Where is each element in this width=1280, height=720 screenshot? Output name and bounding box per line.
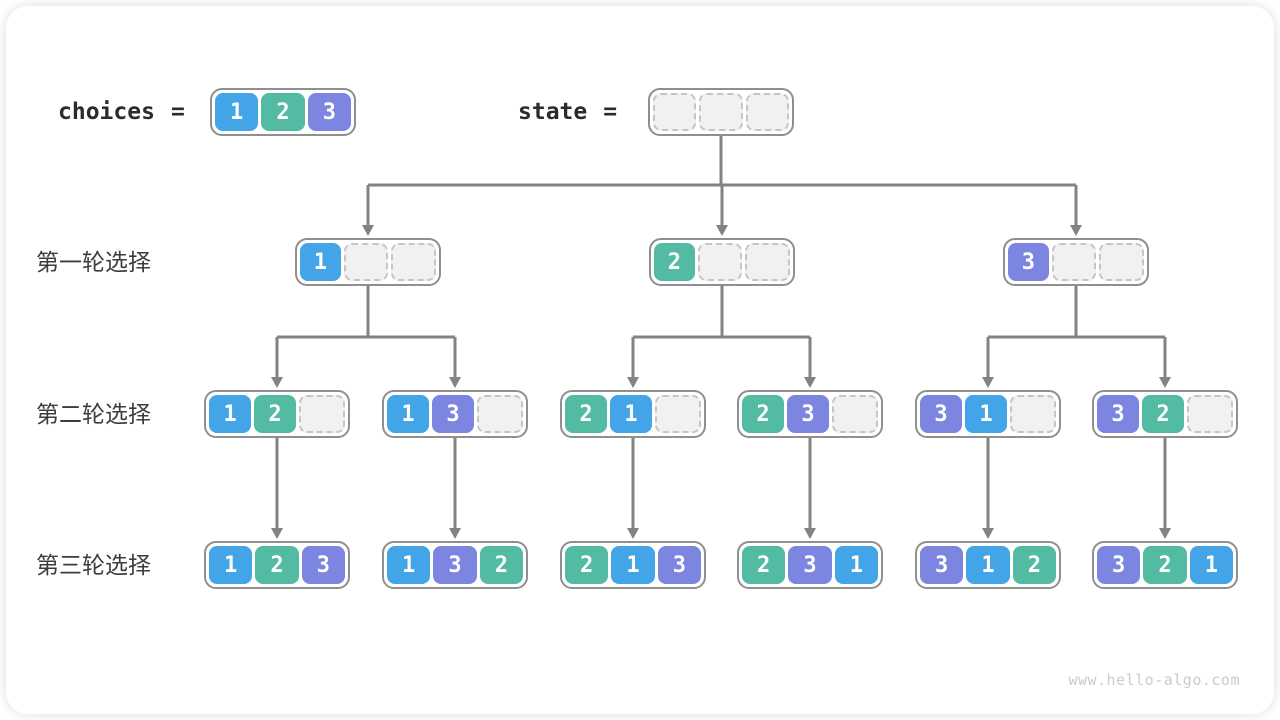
value-cell: 2 xyxy=(254,395,296,433)
value-cell: 1 xyxy=(1189,546,1233,584)
empty-slot-cell xyxy=(699,93,743,131)
value-cell: 2 xyxy=(261,93,305,131)
state-node: 3 xyxy=(1003,238,1149,286)
value-cell: 1 xyxy=(209,395,251,433)
value-cell: 1 xyxy=(387,546,431,584)
value-cell: 1 xyxy=(611,546,655,584)
value-cell: 3 xyxy=(1097,395,1139,433)
value-cell: 3 xyxy=(787,395,829,433)
value-cell: 2 xyxy=(1142,395,1184,433)
value-cell: 3 xyxy=(301,546,345,584)
empty-slot-cell xyxy=(745,243,791,281)
empty-slot-cell xyxy=(745,93,789,131)
empty-slot-cell xyxy=(653,93,697,131)
state-label: state xyxy=(518,99,588,125)
value-cell: 3 xyxy=(1097,546,1141,584)
value-cell: 2 xyxy=(742,395,784,433)
value-cell: 3 xyxy=(788,546,832,584)
value-cell: 2 xyxy=(479,546,523,584)
value-cell: 2 xyxy=(565,395,607,433)
value-cell: 1 xyxy=(610,395,652,433)
empty-slot-cell xyxy=(655,395,701,433)
row-label: 第三轮选择 xyxy=(36,552,151,578)
value-cell: 2 xyxy=(1143,546,1187,584)
value-cell: 2 xyxy=(654,243,695,281)
value-cell: 3 xyxy=(432,395,474,433)
state-node: 1 xyxy=(295,238,441,286)
value-cell: 3 xyxy=(920,546,964,584)
value-cell: 2 xyxy=(255,546,299,584)
empty-slot-cell xyxy=(299,395,345,433)
value-cell: 1 xyxy=(209,546,253,584)
choices-equals-sign: = xyxy=(170,99,185,125)
value-cell: 3 xyxy=(433,546,477,584)
value-cell: 3 xyxy=(657,546,701,584)
value-cell: 2 xyxy=(565,546,609,584)
value-cell: 1 xyxy=(966,546,1010,584)
state-node: 2 xyxy=(649,238,795,286)
empty-slot-cell xyxy=(697,243,743,281)
state-equals-sign: = xyxy=(603,99,618,125)
state-declaration: state = xyxy=(518,88,617,136)
value-cell: 2 xyxy=(1012,546,1056,584)
empty-slot-cell xyxy=(1099,243,1145,281)
state-array xyxy=(648,88,794,136)
empty-slot-cell xyxy=(1010,395,1056,433)
empty-slot-cell xyxy=(343,243,389,281)
row-label: 第二轮选择 xyxy=(36,401,151,427)
choices-label: choices xyxy=(58,99,155,125)
value-cell: 1 xyxy=(387,395,429,433)
value-cell: 1 xyxy=(965,395,1007,433)
diagram-card xyxy=(6,6,1274,714)
value-cell: 1 xyxy=(215,93,259,131)
value-cell: 3 xyxy=(920,395,962,433)
empty-slot-cell xyxy=(477,395,523,433)
empty-slot-cell xyxy=(1187,395,1233,433)
value-cell: 3 xyxy=(307,93,351,131)
choices-declaration: choices = xyxy=(58,88,185,136)
empty-slot-cell xyxy=(391,243,437,281)
watermark: www.hello-algo.com xyxy=(1068,671,1240,689)
value-cell: 1 xyxy=(834,546,878,584)
value-cell: 3 xyxy=(1008,243,1049,281)
value-cell: 1 xyxy=(300,243,341,281)
empty-slot-cell xyxy=(832,395,878,433)
empty-slot-cell xyxy=(1051,243,1097,281)
value-cell: 2 xyxy=(742,546,786,584)
row-label: 第一轮选择 xyxy=(36,249,151,275)
